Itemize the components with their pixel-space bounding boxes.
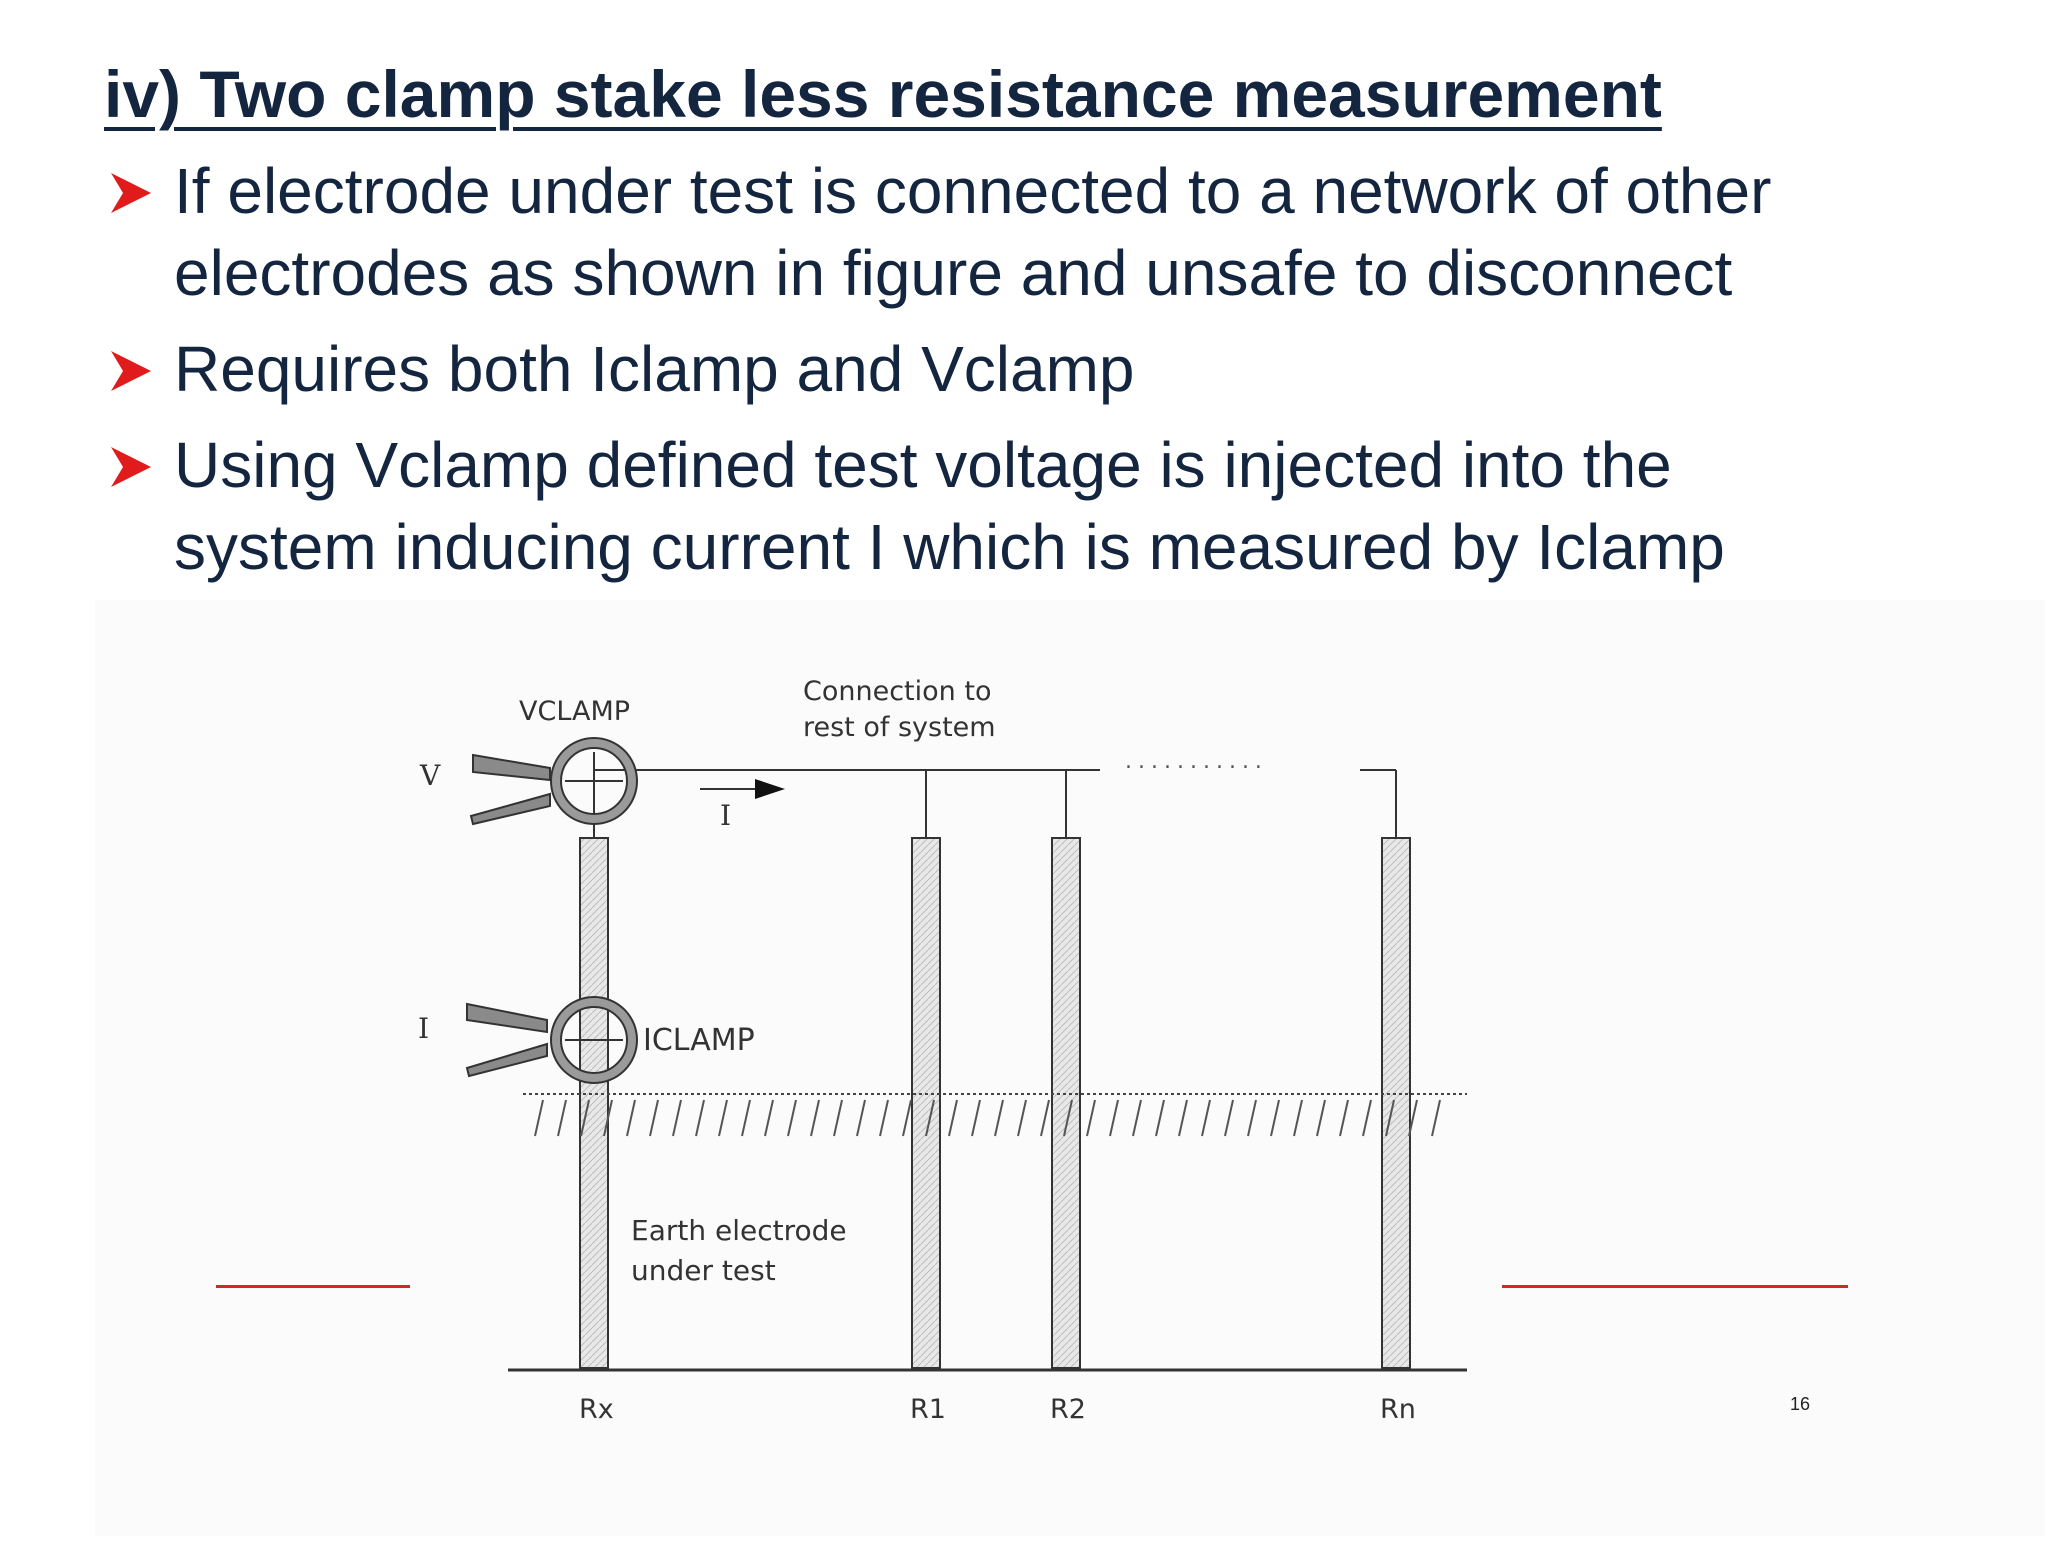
electrode-r2: [1051, 837, 1081, 1369]
current-arrow: [700, 779, 785, 799]
electrode-rx: [579, 837, 609, 1369]
red-arrowhead-icon: [111, 173, 151, 213]
page-number: 16: [1790, 1394, 1811, 1414]
bullet-line: If electrode under test is connected to …: [174, 155, 1772, 227]
current-label: I: [720, 799, 731, 832]
iclamp-icon: [465, 996, 638, 1084]
vclamp-icon: [469, 737, 638, 826]
bullet-line: Requires both Iclamp and Vclamp: [174, 333, 1135, 405]
decorative-rule-right: [1502, 1285, 1848, 1288]
bullet-line: Using Vclamp defined test voltage is inj…: [174, 429, 1672, 501]
earth-label-line2: under test: [631, 1254, 776, 1287]
bullet-item: If electrode under test is connected to …: [104, 150, 1984, 314]
connection-label-line2: rest of system: [803, 712, 996, 743]
red-arrowhead-icon: [111, 351, 151, 391]
v-label: V: [419, 759, 441, 792]
earth-label-line1: Earth electrode: [631, 1214, 847, 1247]
electrode-label-rn: Rn: [1380, 1394, 1416, 1425]
earth-resistance-diagram: ........... I: [95, 600, 2045, 1536]
red-arrowhead-icon: [111, 447, 151, 487]
bullet-item: Using Vclamp defined test voltage is inj…: [104, 424, 1984, 588]
connection-label-line1: Connection to: [803, 676, 991, 707]
electrode-r1: [911, 837, 941, 1369]
vclamp-label: VCLAMP: [519, 696, 630, 727]
iclamp-label: ICLAMP: [643, 1023, 755, 1058]
bullet-item: Requires both Iclamp and Vclamp: [104, 328, 1984, 410]
electrode-rn: [1381, 837, 1411, 1369]
bullet-list: If electrode under test is connected to …: [104, 150, 1984, 602]
electrode-label-rx: Rx: [579, 1394, 614, 1425]
figure-panel: ........... I: [95, 600, 2045, 1536]
bullet-line: system inducing current I which is measu…: [174, 511, 1725, 583]
slide-title: iv) Two clamp stake less resistance meas…: [104, 57, 1662, 131]
ground-hatching: [534, 1099, 1441, 1137]
decorative-rule-left: [216, 1285, 410, 1288]
electrode-label-r2: R2: [1050, 1394, 1086, 1425]
bullet-line: electrodes as shown in figure and unsafe…: [174, 237, 1733, 309]
i-side-label: I: [418, 1012, 429, 1045]
electrode-label-r1: R1: [910, 1394, 946, 1425]
dotted-continuation: ...........: [1125, 749, 1268, 774]
